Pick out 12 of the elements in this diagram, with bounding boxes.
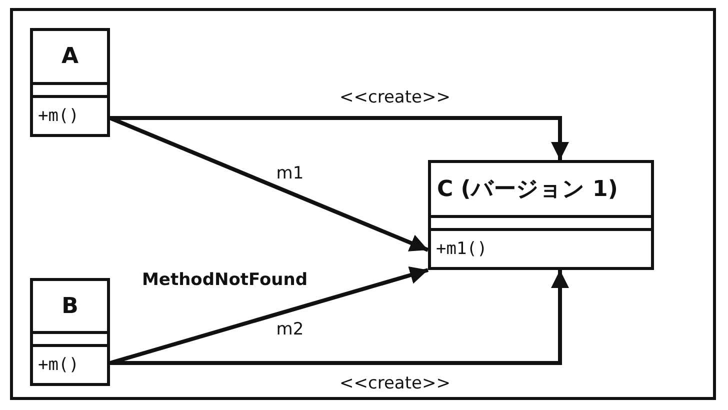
arrow bbox=[110, 116, 569, 160]
method-text: +m() bbox=[37, 354, 80, 377]
class-box bbox=[30, 28, 110, 137]
method-text: +m1() bbox=[435, 238, 488, 261]
arrow bbox=[110, 270, 569, 365]
note-text: MethodNotFound bbox=[142, 270, 308, 290]
class-name: B bbox=[33, 281, 107, 334]
class-box bbox=[30, 278, 110, 386]
method-text: +m() bbox=[37, 105, 80, 128]
class-name: A bbox=[33, 31, 107, 85]
class-box bbox=[428, 160, 654, 270]
class-name: C (バージョン 1) bbox=[431, 163, 651, 218]
